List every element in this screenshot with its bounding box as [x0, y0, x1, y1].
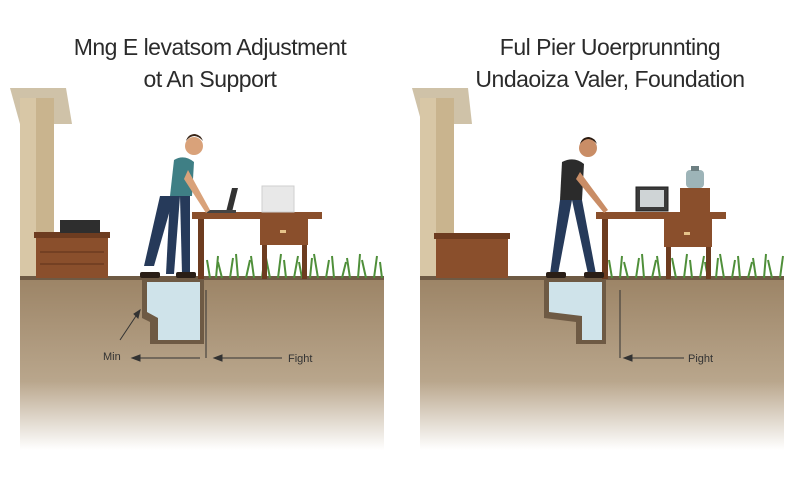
- label-fight: Fight: [288, 353, 313, 365]
- label-pight: Pight: [688, 353, 714, 365]
- left-panel: Mng E levatsom Adjustment ot An Support: [10, 34, 384, 450]
- person-left: [140, 134, 210, 278]
- measure-arrows-left: [119, 290, 282, 362]
- right-scene: [412, 88, 784, 450]
- monitor: [261, 185, 295, 213]
- dresser: [36, 234, 108, 278]
- right-title-line2: Undaoiza Valer, Foundation: [475, 66, 745, 92]
- measure-arrows-right: [619, 290, 684, 362]
- desk: [192, 212, 322, 219]
- label-min: Min: [103, 351, 121, 363]
- person-right: [546, 137, 608, 278]
- cabinet-box: [680, 188, 710, 212]
- laptop: [226, 188, 238, 212]
- water-jug: [686, 170, 704, 188]
- printer-device: [60, 220, 100, 233]
- water-fill: [147, 282, 200, 340]
- desk: [596, 212, 726, 219]
- left-title-line2: ot An Support: [143, 66, 277, 92]
- left-scene: [10, 88, 384, 450]
- right-title-line1: Ful Pier Uoerprunnting: [499, 34, 721, 60]
- water-fill: [549, 282, 602, 340]
- right-panel: Ful Pier Uoerprunnting Undaoiza Valer, F…: [400, 0, 800, 500]
- grass: [206, 253, 383, 279]
- left-title-line1: Mng E levatsom Adjustment: [73, 34, 347, 60]
- grass: [608, 253, 784, 279]
- dresser: [436, 236, 508, 278]
